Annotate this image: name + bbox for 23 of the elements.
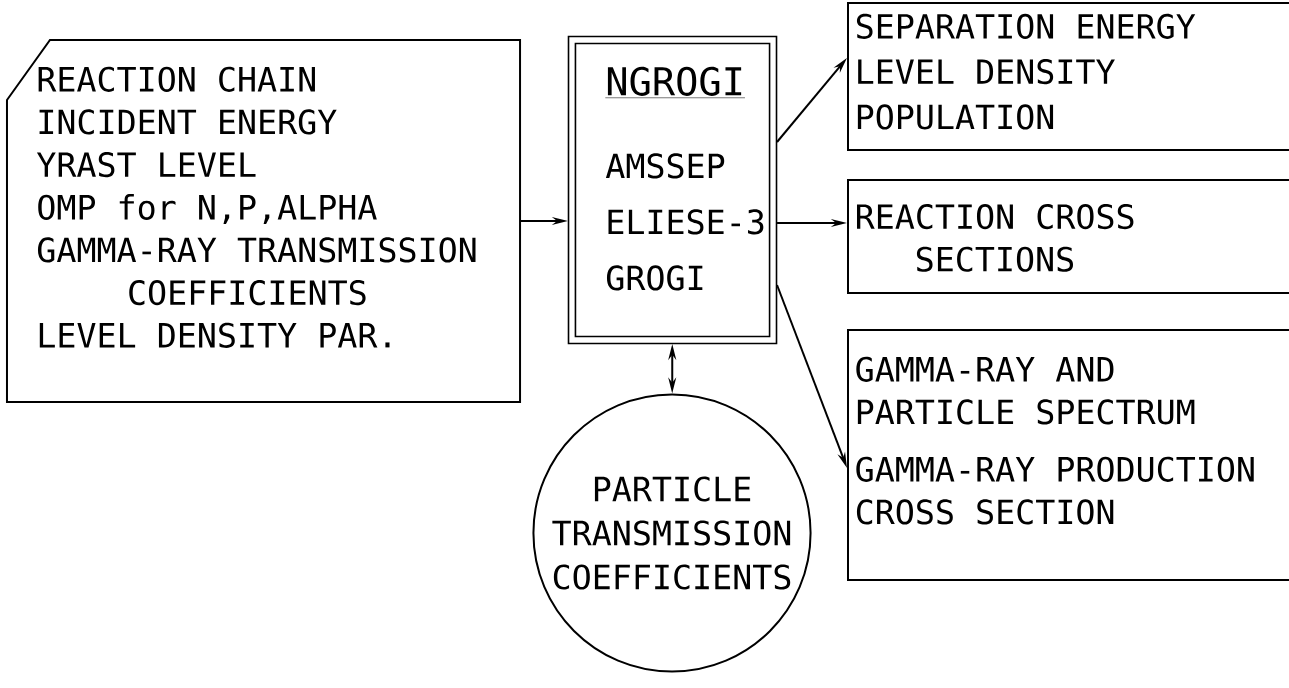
node-text: OMP for N,P,ALPHA — [38, 194, 377, 225]
output-box — [847, 2, 1289, 151]
node-text: PARTICLE TRANSMISSION COEFFICIENTS — [552, 476, 791, 590]
node-text: LEVEL DENSITY — [858, 59, 1115, 85]
node-text: REACTION CHAIN — [38, 66, 315, 92]
box-title: NGROGI — [605, 66, 746, 99]
node-text: ELIESE-3 — [608, 209, 764, 235]
node-text: POPULATION — [857, 104, 1054, 130]
output-box — [847, 329, 1289, 581]
node-text: YRAST LEVEL — [36, 152, 256, 178]
node-text: INCIDENT ENERGY — [39, 109, 337, 135]
node-text: GAMMA-RAY TRANSMISSION COEFFICIENTS — [37, 237, 476, 306]
circle-node — [532, 393, 812, 673]
program-box — [567, 35, 778, 345]
node-text: REACTION CROSS SECTIONS — [857, 203, 1134, 272]
node-text: AMSSEP — [605, 153, 725, 179]
node-text: GAMMA-RAY PRODUCTION CROSS SECTION — [856, 456, 1254, 525]
output-box — [847, 178, 1289, 295]
node-text: GAMMA-RAY AND PARTICLE SPECTRUM — [856, 356, 1195, 425]
node-text: SEPARATION ENERGY — [856, 13, 1196, 39]
input-card — [6, 39, 522, 403]
node-text: LEVEL DENSITY PAR. — [39, 322, 390, 348]
node-text: GROGI — [606, 265, 703, 291]
